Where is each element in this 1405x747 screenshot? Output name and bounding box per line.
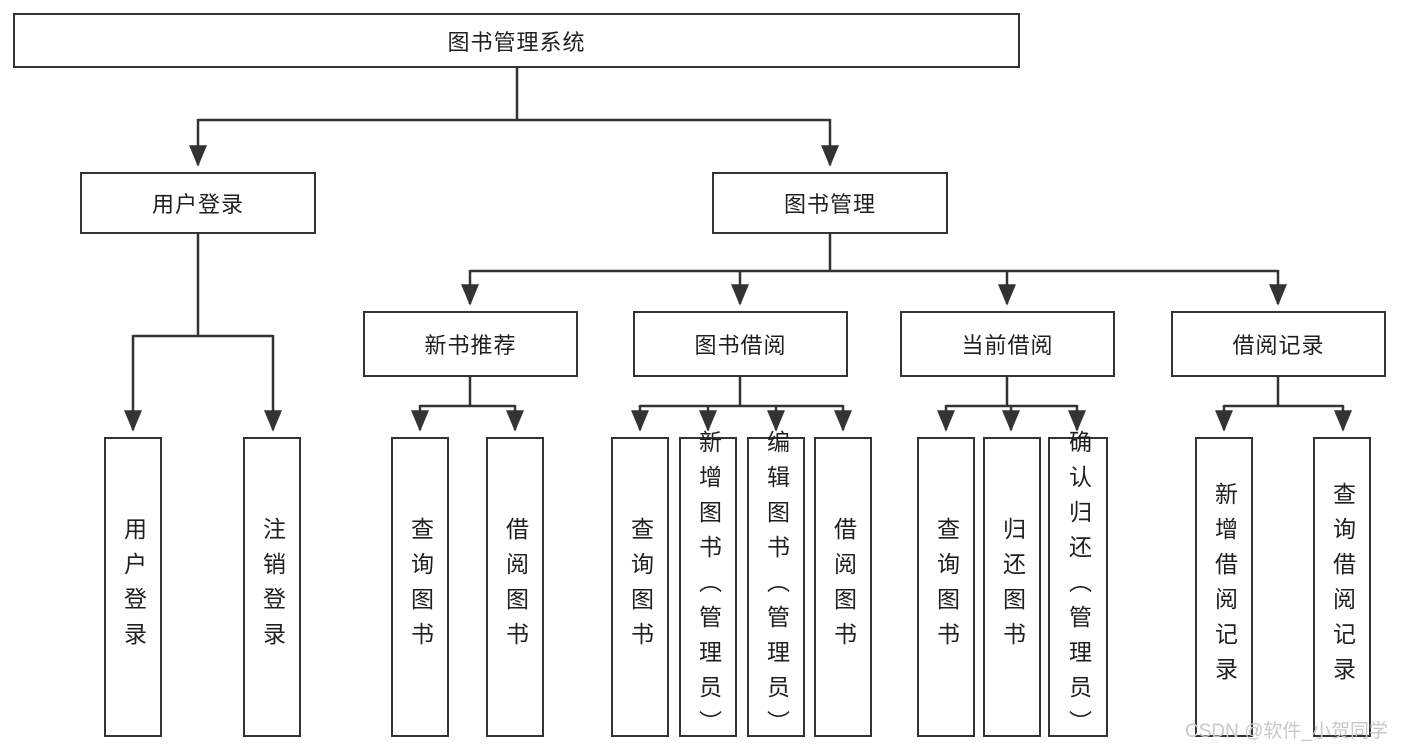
leaf-borrow-book: 借阅图书 bbox=[814, 437, 872, 737]
node-library-system-label: 图书管理系统 bbox=[447, 29, 586, 55]
leaf-borrow-book-recommend: 借阅图书 bbox=[486, 437, 544, 737]
node-book-borrow: 图书借阅 bbox=[633, 311, 848, 377]
node-borrow-records-label: 借阅记录 bbox=[1232, 333, 1325, 358]
leaf-query-borrow-record-label: 查询借阅记录 bbox=[1329, 482, 1356, 692]
node-borrow-records: 借阅记录 bbox=[1171, 311, 1386, 377]
leaf-user-login: 用户登录 bbox=[104, 437, 162, 737]
node-current-borrow: 当前借阅 bbox=[900, 311, 1115, 377]
node-book-management-label: 图书管理 bbox=[783, 192, 876, 217]
leaf-query-book-current: 查询图书 bbox=[917, 437, 975, 737]
leaf-query-book-recommend: 查询图书 bbox=[391, 437, 449, 737]
leaf-logout: 注销登录 bbox=[243, 437, 301, 737]
node-current-borrow-label: 当前借阅 bbox=[961, 333, 1054, 358]
leaf-query-book-borrow-label: 查询图书 bbox=[627, 517, 654, 657]
leaf-borrow-book-recommend-label: 借阅图书 bbox=[502, 517, 529, 657]
leaf-confirm-return-admin-label: 确认归还（管理员） bbox=[1065, 429, 1092, 745]
leaf-query-book-current-label: 查询图书 bbox=[933, 517, 960, 657]
leaf-add-book-admin: 新增图书（管理员） bbox=[679, 430, 737, 745]
leaf-return-book-label: 归还图书 bbox=[999, 517, 1026, 657]
watermark-text: CSDN @软件_小贺同学 bbox=[1185, 721, 1388, 742]
leaf-add-book-admin-label: 新增图书（管理员） bbox=[695, 429, 722, 745]
leaf-return-book: 归还图书 bbox=[983, 437, 1041, 737]
leaf-edit-book-admin: 编辑图书（管理员） bbox=[747, 430, 805, 745]
leaf-add-borrow-record: 新增借阅记录 bbox=[1195, 437, 1253, 737]
node-book-management: 图书管理 bbox=[712, 172, 948, 234]
node-book-borrow-label: 图书借阅 bbox=[694, 333, 787, 358]
leaf-edit-book-admin-label: 编辑图书（管理员） bbox=[763, 429, 790, 745]
leaf-query-book-recommend-label: 查询图书 bbox=[407, 517, 434, 657]
node-new-book-recommend: 新书推荐 bbox=[363, 311, 578, 377]
node-new-book-recommend-label: 新书推荐 bbox=[424, 333, 517, 358]
leaf-logout-label: 注销登录 bbox=[259, 517, 286, 657]
node-user-login: 用户登录 bbox=[80, 172, 316, 234]
leaf-borrow-book-label: 借阅图书 bbox=[830, 517, 857, 657]
leaf-confirm-return-admin: 确认归还（管理员） bbox=[1048, 430, 1108, 745]
leaf-add-borrow-record-label: 新增借阅记录 bbox=[1211, 482, 1238, 692]
node-library-system: 图书管理系统 bbox=[13, 13, 1020, 68]
node-user-login-label: 用户登录 bbox=[151, 192, 244, 217]
leaf-query-book-borrow: 查询图书 bbox=[611, 437, 669, 737]
leaf-user-login-label: 用户登录 bbox=[120, 517, 147, 657]
leaf-query-borrow-record: 查询借阅记录 bbox=[1313, 437, 1371, 737]
